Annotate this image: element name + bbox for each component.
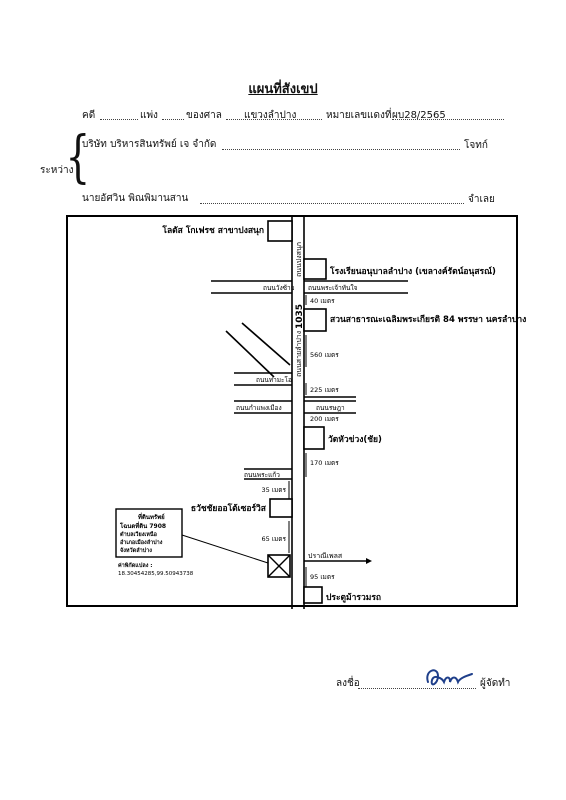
defendant-name: นายอัศวิน พิณพิมานสาน — [82, 193, 189, 204]
diagonal-road-edge — [225, 330, 275, 378]
sign-label: ลงชื่อ — [336, 678, 360, 689]
court-name: แขวงลำปาง — [244, 110, 297, 121]
lotus-box — [267, 220, 293, 242]
coords-label: ค่าพิกัดแปลง : — [118, 561, 153, 569]
road-kamphaeng-label: ถนนกำแพงเมือง — [236, 404, 282, 412]
arrow-head — [366, 558, 372, 564]
road-ratsada-label: ถนนรษฎา — [316, 404, 345, 412]
gate-box — [303, 586, 323, 604]
case-no-label: หมายเลขแดงที่ — [326, 110, 392, 121]
dotted-line — [162, 119, 184, 120]
property-line5: จังหวัดลำปาง — [120, 546, 152, 554]
distance-225: 225 เมตร — [310, 386, 339, 394]
brace: { — [65, 125, 91, 190]
right-road-label: ถนนพระเจ้าทันใจ — [308, 284, 358, 292]
shop-label: ธวัชชัยออโต้เซอร์วิส — [191, 503, 267, 514]
vertical-road-top-label: ถนนปงสนุก — [295, 242, 303, 277]
map-drawing: ถนนวังซ้าย ถนนพระเจ้าทันใจ ถนนท่ามะโอ ถน… — [115, 217, 526, 609]
diagonal-road-edge — [241, 322, 291, 366]
gate-label: ประตูม้ารวมรถ — [326, 592, 381, 603]
plaintiff-name: บริษัท บริหารสินทรัพย์ เจ จำกัด — [82, 139, 217, 150]
park-label-text: สวนสาธารณะเฉลิมพระเกียรติ 84 พรรษา นครลำ… — [330, 314, 526, 325]
temple-box — [303, 426, 325, 450]
civil-label: แพ่ง — [140, 110, 158, 121]
distance-560: 560 เมตร — [310, 351, 339, 359]
map-frame: ถนนวังซ้าย ถนนพระเจ้าทันใจ ถนนท่ามะโอ ถน… — [66, 215, 526, 609]
court-label: ของศาล — [186, 110, 222, 121]
property-info-box — [115, 508, 183, 558]
left-road-label: ถนนวังซ้าย — [263, 284, 295, 292]
defendant-role: จำเลย — [468, 194, 495, 205]
temple-label: วัดหัวข่วง(ชัย) — [328, 434, 382, 445]
distance-170: 170 เมตร — [310, 459, 339, 467]
property-line4: อำเภอเมืองลำปาง — [120, 538, 163, 546]
park-box — [303, 308, 327, 332]
distance-40: 40 เมตร — [310, 297, 335, 305]
shop-box — [269, 498, 293, 518]
signature-mark — [426, 669, 473, 686]
dotted-line — [358, 688, 476, 689]
distance-65: 65 เมตร — [261, 535, 286, 543]
dotted-line — [200, 203, 464, 204]
dotted-line — [222, 149, 460, 150]
case-label: คดี — [82, 110, 96, 121]
property-line2: โฉนดที่ดิน 7908 — [119, 521, 166, 530]
vertical-road-mid-label: ถนนสายลำปาง — [295, 331, 303, 377]
page-title: แผนที่สังเขป — [248, 82, 318, 97]
property-marker-cross — [267, 554, 291, 578]
coords-value: 18.30454285,99.50943738 — [118, 571, 194, 577]
route-number: 1035 — [295, 304, 305, 329]
role-label: ผู้จัดทำ — [480, 678, 511, 689]
dotted-line — [100, 119, 138, 120]
school-label: โรงเรียนอนุบาลลำปาง (เขลางค์รัตน์อนุสรณ์… — [329, 266, 496, 277]
distance-35: 35 เมตร — [261, 486, 286, 494]
property-line1: ที่ดินทรัพย์ — [138, 512, 165, 521]
school-box — [303, 258, 327, 280]
plaintiff-role: โจทก์ — [464, 140, 488, 151]
case-no: ผบ28/2565 — [392, 110, 446, 121]
between-label: ระหว่าง — [40, 165, 74, 176]
road-prasan-label: ปราณีเพลส — [308, 552, 343, 560]
distance-95: 95 เมตร — [310, 573, 335, 581]
property-pointer-line — [181, 534, 269, 564]
lotus-label: โลตัส โกเฟรช สาขาปงสนุก — [161, 225, 264, 236]
property-line3: ตำบลเวียงเหนือ — [120, 531, 157, 538]
dotted-line — [392, 119, 504, 120]
road-tha-ma-o-label: ถนนท่ามะโอ — [256, 376, 292, 384]
distance-200: 200 เมตร — [310, 415, 339, 423]
park-label: สวนสาธารณะเฉลิมพระเกียรติ 84 พรรษา นครลำ… — [330, 314, 526, 325]
dotted-line — [226, 119, 322, 120]
road-phra-kaew-label: ถนนพระแก้ว — [244, 471, 280, 479]
